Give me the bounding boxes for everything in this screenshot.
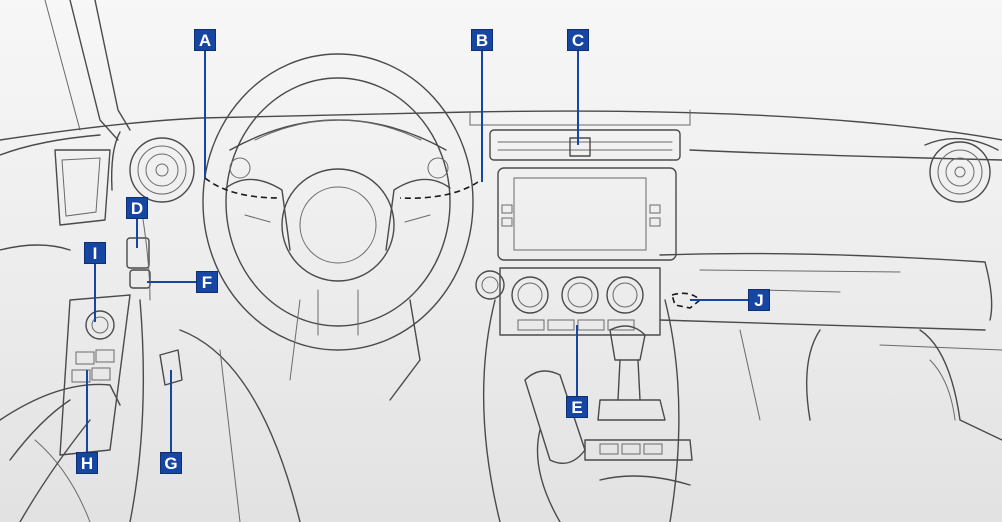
lower-dash-controls bbox=[126, 199, 421, 522]
instrument-cluster bbox=[229, 157, 449, 179]
callout-a: A bbox=[194, 29, 216, 51]
callout-h: H bbox=[76, 452, 98, 474]
dashboard bbox=[0, 109, 1002, 351]
callout-d: D bbox=[126, 197, 148, 219]
door-panel bbox=[0, 134, 131, 522]
climate-panel bbox=[475, 267, 661, 336]
right-air-vent bbox=[924, 137, 999, 203]
callout-g: G bbox=[160, 452, 182, 474]
callout-c: C bbox=[567, 29, 589, 51]
left-air-vent bbox=[129, 137, 195, 203]
glovebox-outline bbox=[670, 292, 702, 309]
steering-wheel bbox=[202, 53, 474, 351]
callout-i: I bbox=[84, 242, 106, 264]
center-console bbox=[482, 299, 693, 522]
callout-f: F bbox=[196, 271, 218, 293]
window-switch-panel bbox=[71, 310, 115, 383]
a-pillar bbox=[44, 0, 131, 141]
paddle-left-outline bbox=[204, 177, 281, 199]
callout-e: E bbox=[566, 396, 588, 418]
passenger-area bbox=[739, 329, 1002, 441]
callout-b: B bbox=[471, 29, 493, 51]
paddle-right-outline bbox=[399, 181, 479, 199]
callout-j: J bbox=[748, 289, 770, 311]
callout-pointers bbox=[86, 51, 748, 452]
handbrake bbox=[524, 370, 586, 522]
center-air-vent bbox=[489, 129, 681, 161]
infotainment-screen bbox=[497, 167, 677, 261]
